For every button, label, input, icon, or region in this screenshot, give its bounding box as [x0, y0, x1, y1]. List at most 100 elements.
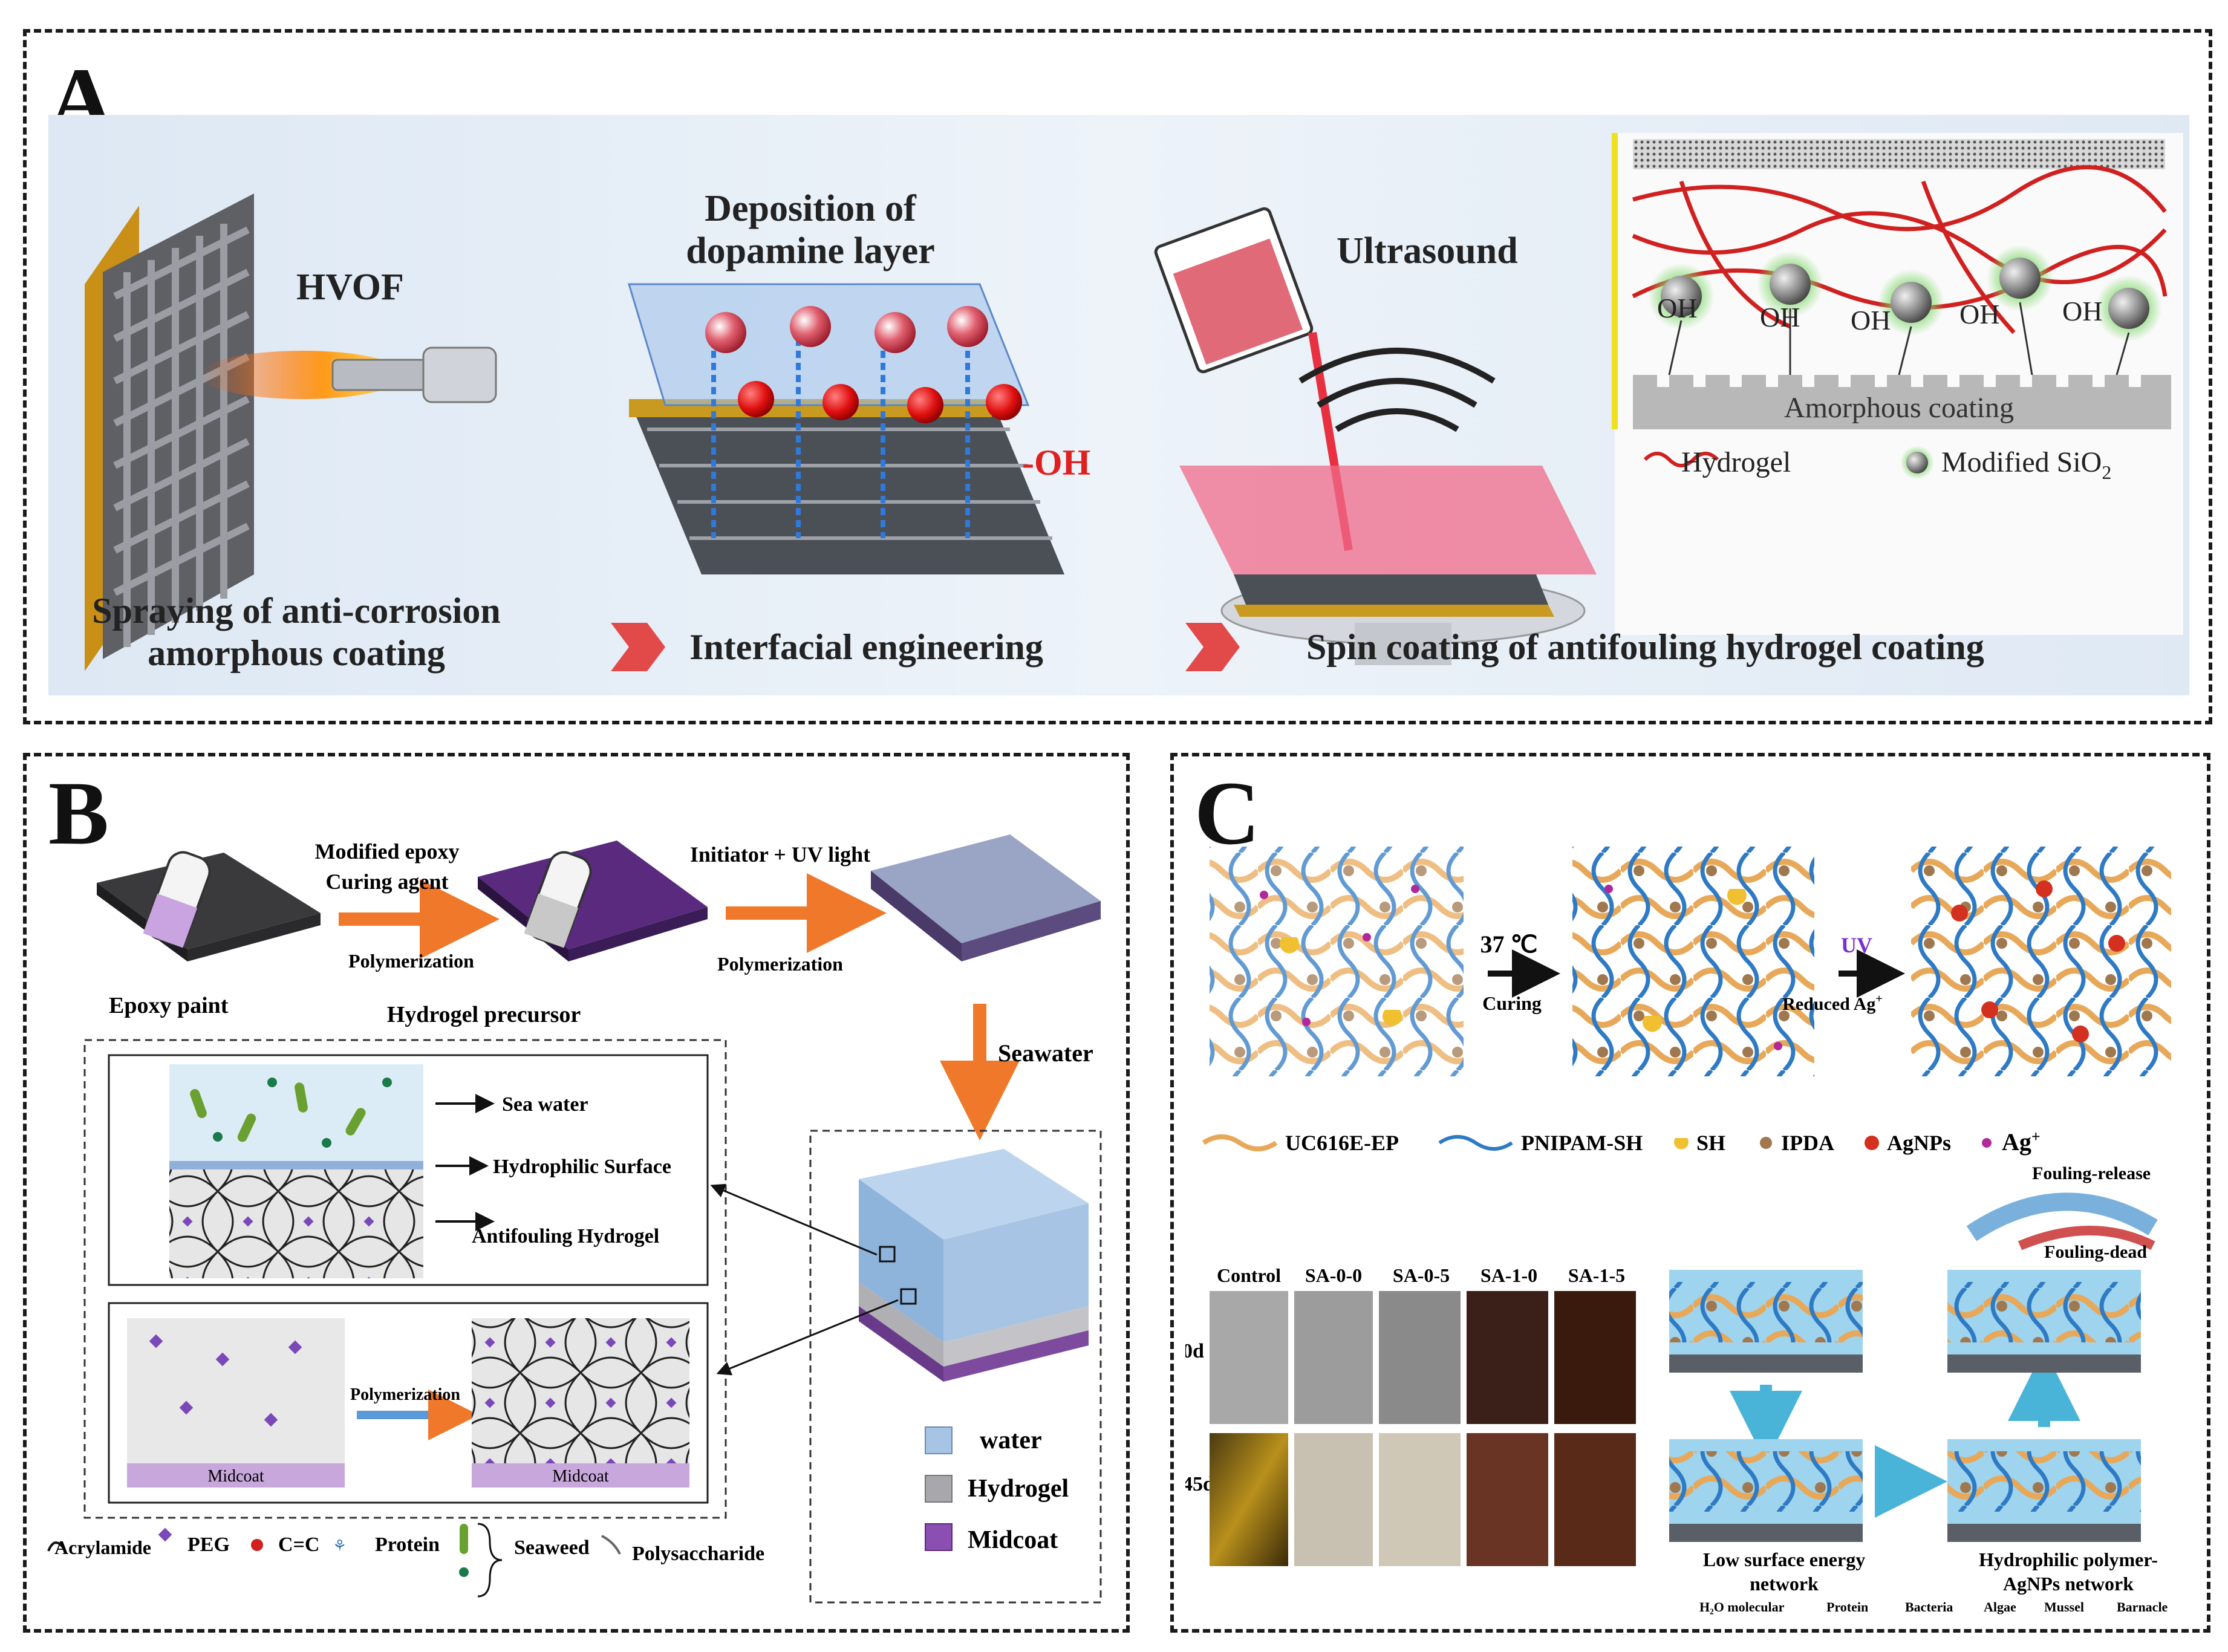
legend-midcoat: Midcoat: [968, 1526, 1058, 1554]
step-arrow-1: [611, 623, 665, 671]
epoxy-plate: [97, 851, 321, 961]
epoxy-paint-label: Epoxy paint: [109, 993, 229, 1018]
low-energy-line1: Low surface energy: [1703, 1549, 1865, 1570]
hydrogel-precursor-label: Hydrogel precursor: [387, 1002, 581, 1027]
legend-pnipam: PNIPAM-SH: [1521, 1131, 1643, 1155]
oh-2: OH: [1760, 302, 1800, 333]
midcoat-label-left: Midcoat: [207, 1467, 264, 1486]
key-barnacle: Barnacle: [2117, 1599, 2168, 1615]
col-header-sa-0-5: SA-0-5: [1393, 1264, 1450, 1286]
oh-labels: OH OH OH OH OH: [1657, 293, 2102, 336]
col-header-control: Control: [1217, 1264, 1281, 1286]
midcoat-label-right: Midcoat: [552, 1467, 609, 1486]
uv-label: UV: [1841, 933, 1872, 957]
polymerization-label-3: Polymerization: [350, 1385, 460, 1404]
panel-b-letter: B: [48, 763, 109, 863]
oh-5: OH: [2062, 296, 2102, 327]
key-acrylamide: Acrylamide: [54, 1537, 151, 1558]
modified-epoxy-label: Modified epoxy: [315, 839, 460, 863]
legend-uc616e: UC616E-EP: [1285, 1131, 1399, 1155]
mesh-substrate: [85, 193, 254, 671]
oh-4: OH: [1959, 299, 1999, 330]
panel-b-key: Acrylamide PEG C=C ⚘ Protein Seaweed Pol…: [47, 1523, 764, 1598]
temp-label: 37 ℃: [1480, 931, 1538, 958]
legend-sh: SH: [1696, 1131, 1725, 1155]
sea-organisms: [190, 1078, 392, 1148]
hydrophilic-net-line2: AgNPs network: [2003, 1573, 2134, 1595]
antifouling-hydrogel-label: Antifouling Hydrogel: [472, 1225, 659, 1247]
hydrogel-precursor-plate: [478, 841, 708, 961]
legend-sio2: Modified SiO2: [1941, 446, 2111, 483]
hvof-label: HVOF: [296, 267, 404, 308]
key-cc: C=C: [278, 1533, 319, 1556]
spin-coater: [1154, 207, 1597, 665]
row-header-0d: 0d: [1185, 1340, 1204, 1362]
step3-label: Spin coating of antifouling hydrogel coa…: [1306, 627, 1984, 667]
network-uncured: [1210, 847, 1464, 1076]
network-agnps: [1911, 847, 2171, 1076]
deposition-line2: dopamine layer: [686, 230, 935, 272]
reduced-label: Reduced Ag+: [1782, 992, 1883, 1014]
key-protein: Protein: [375, 1533, 440, 1556]
coating-inset: [1612, 133, 2183, 635]
panel-c-letter: C: [1194, 763, 1260, 863]
panel-a-illustration: HVOF Deposition of dopamine layer -OH: [48, 115, 2189, 695]
panel-c-illustration: 37 ℃ Curing UV Reduced Ag+ UC616E-EP PNI…: [1185, 847, 2171, 1615]
col-header-sa-0-0: SA-0-0: [1305, 1264, 1362, 1286]
legend-agnps: AgNPs: [1887, 1131, 1951, 1155]
seawater-label: Seawater: [998, 1039, 1093, 1067]
fouling-dead-label: Fouling-dead: [2044, 1242, 2147, 1262]
low-energy-line2: network: [1750, 1573, 1819, 1595]
oh-3: OH: [1851, 305, 1891, 336]
step1-line1: Spraying of anti-corrosion: [92, 591, 501, 631]
oh-1: OH: [1657, 293, 1697, 324]
legend-hydrogel: Hydrogel: [1681, 446, 1791, 478]
legend-ipda: IPDA: [1781, 1131, 1834, 1155]
col-header-sa-1-5: SA-1-5: [1568, 1264, 1625, 1286]
step-arrow-2: [1185, 623, 1240, 671]
step2-label: Interfacial engineering: [689, 627, 1043, 667]
key-protein-c: Protein: [1826, 1599, 1868, 1615]
panel-c-legend: UC616E-EP PNIPAM-SH SH IPDA AgNPs Ag+: [1202, 1128, 2041, 1156]
mechanism: [1669, 1192, 2158, 1542]
photo-grid: Control SA-0-0 SA-0-5 SA-1-0 SA-1-5 0d 4…: [1185, 1264, 1636, 1566]
fouling-release-label: Fouling-release: [2032, 1163, 2151, 1183]
polymerization-label-2: Polymerization: [717, 953, 843, 975]
key-bacteria: Bacteria: [1905, 1599, 1953, 1615]
hydrophilic-net-line1: Hydrophilic polymer-: [1979, 1549, 2158, 1570]
curing-label: Curing: [1482, 992, 1542, 1014]
key-cc-icon: ⚘: [333, 1537, 347, 1555]
key-h2o: H₂O molecular: [1699, 1599, 1785, 1615]
legend-ag: Ag+: [2002, 1128, 2041, 1156]
key-seaweed: Seaweed: [514, 1537, 590, 1559]
col-header-sa-1-0: SA-1-0: [1480, 1264, 1537, 1286]
oh-group-label: -OH: [1022, 443, 1090, 483]
legend-water: water: [980, 1426, 1042, 1454]
deposition-line1: Deposition of: [705, 188, 917, 229]
panel-a: [23, 29, 2212, 724]
peg-monomers: [149, 1334, 302, 1427]
hydrophilic-surface-label: Hydrophilic Surface: [493, 1156, 671, 1178]
network-cured: [1572, 847, 1814, 1076]
key-polysaccharide: Polysaccharide: [632, 1543, 764, 1565]
curing-agent-label: Curing agent: [325, 870, 448, 894]
legend-hydrogel-b: Hydrogel: [968, 1475, 1069, 1503]
panel-b: [23, 753, 1130, 1633]
dopamine-layer: [627, 283, 1064, 574]
panel-c: [1170, 753, 2210, 1633]
step1-line2: amorphous coating: [148, 633, 445, 673]
final-coated-plate: [871, 834, 1101, 961]
hvof-gun: [200, 346, 497, 403]
fouling-key: H₂O molecular Protein Bacteria Algae Mus…: [1699, 1599, 2168, 1615]
layer-legend: water Hydrogel Midcoat: [925, 1426, 1069, 1554]
sea-water-label: Sea water: [502, 1093, 588, 1116]
polymerization-label-1: Polymerization: [348, 950, 474, 972]
ultrasound-label: Ultrasound: [1337, 230, 1518, 272]
key-peg: PEG: [187, 1533, 230, 1556]
amorphous-coating-label: Amorphous coating: [1784, 392, 2014, 424]
initiator-label: Initiator + UV light: [690, 842, 870, 867]
key-mussel: Mussel: [2044, 1599, 2084, 1615]
layered-block: [859, 1149, 1089, 1382]
key-algae: Algae: [1984, 1599, 2016, 1615]
panel-b-illustration: Modified epoxy Curing agent Polymerizati…: [47, 834, 1102, 1604]
